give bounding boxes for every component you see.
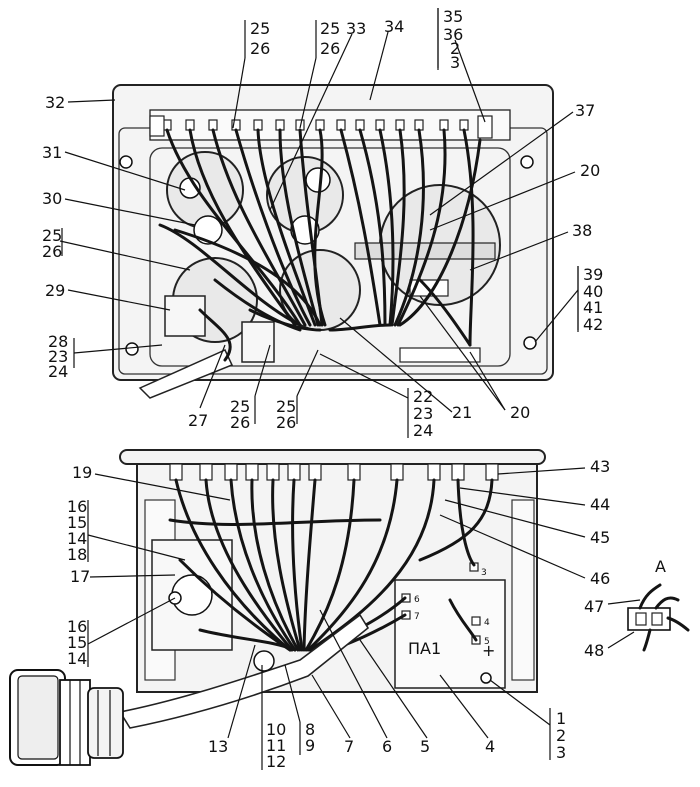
bottom-panel-view: ПА1 + 3 6 7 4 5 bbox=[9, 449, 610, 771]
top-wiring-harness bbox=[158, 128, 482, 362]
label-3: 3 bbox=[450, 53, 460, 72]
label-16: 16 bbox=[67, 497, 87, 516]
label-26: 26 bbox=[276, 413, 296, 432]
label-34: 34 bbox=[384, 17, 404, 36]
label-3: 3 bbox=[556, 743, 566, 762]
main-harness-sleeve bbox=[118, 613, 370, 729]
label-44: 44 bbox=[590, 495, 610, 514]
label-4: 4 bbox=[485, 737, 495, 756]
label-33: 33 bbox=[346, 19, 366, 38]
label-16: 16 bbox=[67, 617, 87, 636]
label-27: 27 bbox=[188, 411, 208, 430]
label-28: 28 bbox=[48, 332, 68, 351]
circuit-board-pa1 bbox=[394, 579, 506, 689]
pin-6: 6 bbox=[414, 595, 420, 605]
label-9: 9 bbox=[305, 736, 315, 755]
top-leaders bbox=[59, 8, 579, 438]
label-19: 19 bbox=[72, 463, 92, 482]
bottom-terminals bbox=[169, 463, 499, 481]
pin-5: 5 bbox=[484, 637, 490, 647]
label-25: 25 bbox=[320, 19, 340, 38]
label-15: 15 bbox=[67, 513, 87, 532]
label-36: 36 bbox=[443, 25, 463, 44]
detail-terminal-block bbox=[627, 607, 671, 631]
front-lip bbox=[119, 449, 546, 465]
label-22: 22 bbox=[413, 387, 433, 406]
label-18: 18 bbox=[67, 545, 87, 564]
label-48: 48 bbox=[584, 641, 604, 660]
label-5: 5 bbox=[420, 737, 430, 756]
label-25: 25 bbox=[250, 19, 270, 38]
label-2: 2 bbox=[556, 726, 566, 745]
label-46: 46 bbox=[590, 569, 610, 588]
label-23: 23 bbox=[413, 404, 433, 423]
label-35: 35 bbox=[443, 7, 463, 26]
board-plus: + bbox=[482, 641, 495, 660]
label-24: 24 bbox=[48, 362, 68, 381]
label-20: 20 bbox=[580, 161, 600, 180]
label-25: 25 bbox=[42, 226, 62, 245]
label-37: 37 bbox=[575, 101, 595, 120]
gauge-plate bbox=[149, 147, 511, 367]
label-40: 40 bbox=[583, 282, 603, 301]
top-panel-view: 25 26 25 26 33 34 35 36 2 3 32 37 31 20 … bbox=[42, 7, 603, 440]
label-14: 14 bbox=[67, 529, 87, 548]
label-8: 8 bbox=[305, 720, 315, 739]
label-26: 26 bbox=[42, 242, 62, 261]
terminal-strip bbox=[149, 109, 511, 141]
label-10: 10 bbox=[266, 720, 286, 739]
pin-3: 3 bbox=[481, 568, 487, 578]
harness-outlet bbox=[138, 349, 234, 399]
harness-plug bbox=[9, 669, 124, 766]
label-41: 41 bbox=[583, 298, 603, 317]
label-15: 15 bbox=[67, 633, 87, 652]
label-1: 1 bbox=[556, 709, 566, 728]
label-13: 13 bbox=[208, 737, 228, 756]
label-47: 47 bbox=[584, 597, 604, 616]
label-25: 25 bbox=[230, 397, 250, 416]
pin-4: 4 bbox=[484, 618, 490, 628]
label-14: 14 bbox=[67, 649, 87, 668]
label-25: 25 bbox=[276, 397, 296, 416]
detail-view-a: А 47 48 bbox=[584, 557, 690, 660]
label-23: 23 bbox=[48, 347, 68, 366]
label-26: 26 bbox=[320, 39, 340, 58]
label-20: 20 bbox=[510, 403, 530, 422]
label-43: 43 bbox=[590, 457, 610, 476]
label-24: 24 bbox=[413, 421, 433, 440]
label-29: 29 bbox=[45, 281, 65, 300]
label-30: 30 bbox=[42, 189, 62, 208]
label-26: 26 bbox=[250, 39, 270, 58]
board-name: ПА1 bbox=[408, 639, 441, 658]
label-6: 6 bbox=[382, 737, 392, 756]
label-7: 7 bbox=[344, 737, 354, 756]
label-21: 21 bbox=[452, 403, 472, 422]
label-39: 39 bbox=[583, 265, 603, 284]
label-12: 12 bbox=[266, 752, 286, 771]
detail-letter: А bbox=[655, 557, 666, 576]
label-26: 26 bbox=[230, 413, 250, 432]
label-32: 32 bbox=[45, 93, 65, 112]
label-45: 45 bbox=[590, 528, 610, 547]
relay-29 bbox=[164, 295, 206, 337]
label-17: 17 bbox=[70, 567, 90, 586]
bottom-leaders bbox=[87, 467, 586, 770]
pin-7: 7 bbox=[414, 612, 420, 622]
stack-bars bbox=[437, 8, 579, 332]
label-2: 2 bbox=[450, 39, 460, 58]
label-11: 11 bbox=[266, 736, 286, 755]
label-31: 31 bbox=[42, 143, 62, 162]
label-38: 38 bbox=[572, 221, 592, 240]
clamp-block bbox=[241, 321, 275, 363]
label-42: 42 bbox=[583, 315, 603, 334]
